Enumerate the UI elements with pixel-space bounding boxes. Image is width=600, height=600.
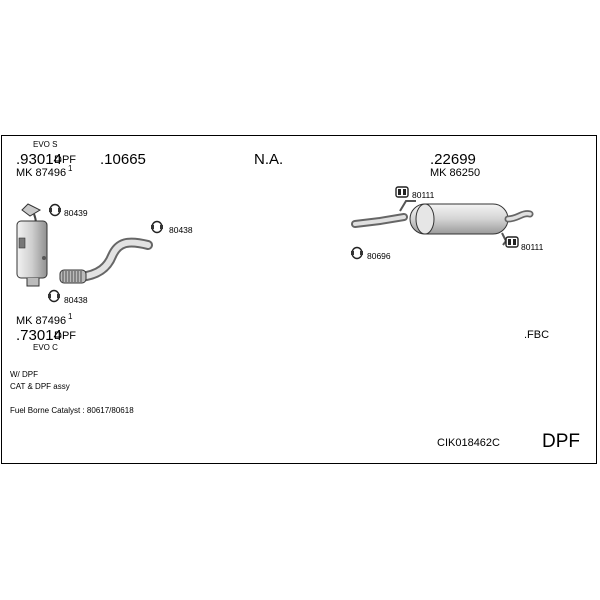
clamp-80438-bottom-icon [47,289,61,303]
variant-evo-c: EVO C [33,343,58,352]
note-fuel-borne-catalyst: Fuel Borne Catalyst : 80617/80618 [10,406,134,415]
kit-type: DPF [542,431,580,452]
variant-evo-s: EVO S [33,140,58,149]
diagram-frame [1,135,597,464]
part-code-fbc: .FBC [524,329,550,341]
note-cat-dpf-assy: CAT & DPF assy [10,382,70,391]
clamp-label-80438-right: 80438 [169,225,193,235]
part-code-22699: .22699 [430,151,476,168]
clamp-label-80111-bottom: 80111 [521,242,544,252]
front-pipe [59,237,153,284]
part-code-73014: .73014 [16,327,62,344]
part-suffix-dpf-bottom: DPF [54,330,76,342]
clamp-80439-icon [48,203,62,217]
rear-silencer [351,200,534,246]
clamp-80438-right-icon [150,220,164,234]
clamp-80111-top-icon [395,186,409,198]
clamp-label-80696: 80696 [367,251,391,261]
part-code-na: N.A. [254,151,284,168]
part-code-10665: .10665 [100,151,146,168]
mk-87496-bottom: MK 87496 [16,315,67,327]
mk-note-bottom: 1 [68,312,73,321]
mk-87496-top: MK 87496 [16,167,67,179]
kit-id: CIK018462C [437,437,500,449]
mk-note-top: 1 [68,164,73,173]
part-code-93014: .93014 [16,151,62,168]
clamp-80111-bottom-icon [505,236,519,248]
clamp-label-80438-bottom: 80438 [64,295,88,305]
mk-86250: MK 86250 [430,167,481,179]
part-suffix-dpf-top: DPF [54,154,76,166]
dpf-catalyst-assembly [16,203,48,287]
clamp-label-80439: 80439 [64,208,88,218]
clamp-label-80111-top: 80111 [412,190,435,200]
clamp-80696-icon [350,246,364,260]
note-with-dpf: W/ DPF [10,370,38,379]
